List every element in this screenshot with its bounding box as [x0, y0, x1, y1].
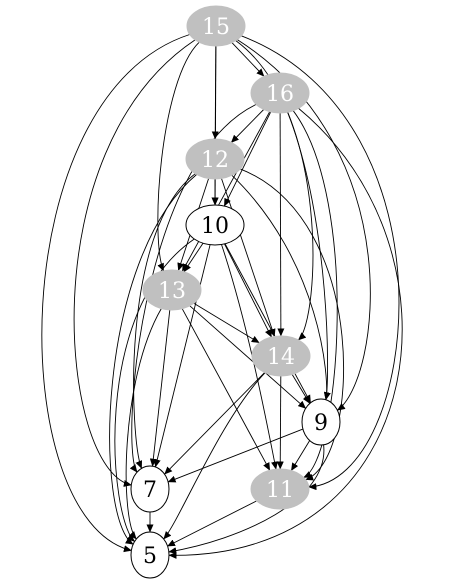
- node-5: 5: [130, 531, 170, 579]
- node-7: 7: [130, 465, 170, 513]
- edge-16-to-10: [223, 111, 272, 207]
- node-12: 12: [185, 138, 245, 180]
- edge-10-to-13: [183, 242, 204, 273]
- edge-14-to-9: [291, 374, 311, 404]
- edge-15-to-13: [157, 41, 200, 272]
- edge-16-to-14: [277, 112, 285, 337]
- node-16-shape: [250, 72, 310, 114]
- edge-16-to-9: [287, 112, 331, 401]
- edge-14-to-7: [164, 372, 266, 475]
- nodes-layer: 15 16 12 10 13 14 9 7 11 5: [130, 5, 341, 579]
- node-10-shape: [185, 204, 245, 246]
- node-15-label: 15: [202, 15, 230, 40]
- edge-14-to-5: [163, 372, 266, 540]
- edge-10-to-14: [224, 243, 272, 338]
- edge-9-to-11: [290, 440, 311, 472]
- edge-12-to-14: [221, 178, 276, 337]
- node-11: 11: [250, 468, 310, 510]
- edge-10-to-7: [153, 244, 211, 468]
- node-16: 16: [250, 72, 310, 114]
- node-7-shape: [130, 465, 170, 513]
- node-14: 14: [251, 335, 311, 377]
- node-15-shape: [186, 5, 246, 47]
- node-5-shape: [130, 531, 170, 579]
- node-11-shape: [250, 468, 310, 510]
- edge-13-to-14: [193, 302, 260, 344]
- edge-15-to-7: [73, 39, 196, 487]
- node-13: 13: [142, 269, 202, 311]
- edge-10-to-9: [224, 243, 311, 404]
- edge-12-to-11: [240, 168, 345, 481]
- edge-13-to-11: [181, 308, 271, 471]
- edges-layer: [41, 34, 403, 559]
- node-16-label: 16: [266, 82, 294, 107]
- node-13-label: 13: [158, 279, 186, 304]
- edge-12-to-9: [231, 174, 331, 401]
- node-9-label: 9: [314, 411, 328, 436]
- edge-13-to-9: [189, 305, 307, 409]
- edge-11-to-5: [167, 500, 257, 547]
- node-12-label: 12: [201, 148, 229, 173]
- edge-14-to-11: [276, 375, 284, 470]
- node-14-label: 14: [267, 345, 295, 370]
- edge-10-to-11: [221, 244, 278, 470]
- node-14-shape: [251, 335, 311, 377]
- edge-13-to-7: [149, 309, 171, 467]
- edge-9-to-5: [168, 444, 325, 555]
- node-13-shape: [142, 269, 202, 311]
- node-11-label: 11: [266, 478, 294, 503]
- node-15: 15: [186, 5, 246, 47]
- node-12-shape: [185, 138, 245, 180]
- edge-15-to-11: [241, 35, 400, 491]
- edge-16-to-12: [230, 109, 265, 143]
- node-10-label: 10: [201, 214, 229, 239]
- edge-13-to-5: [125, 308, 162, 540]
- edge-15-to-16: [231, 42, 265, 77]
- edge-16-to-11: [292, 110, 338, 478]
- edge-9-to-7: [167, 428, 304, 483]
- node-10: 10: [185, 204, 245, 246]
- edge-12-to-5: [109, 174, 197, 545]
- node-7-label: 7: [143, 478, 157, 503]
- edge-16-to-5: [168, 108, 403, 559]
- edge-15-to-5: [41, 34, 190, 553]
- node-5-label: 5: [143, 544, 157, 569]
- node-9: 9: [301, 398, 341, 446]
- node-9-shape: [301, 398, 341, 446]
